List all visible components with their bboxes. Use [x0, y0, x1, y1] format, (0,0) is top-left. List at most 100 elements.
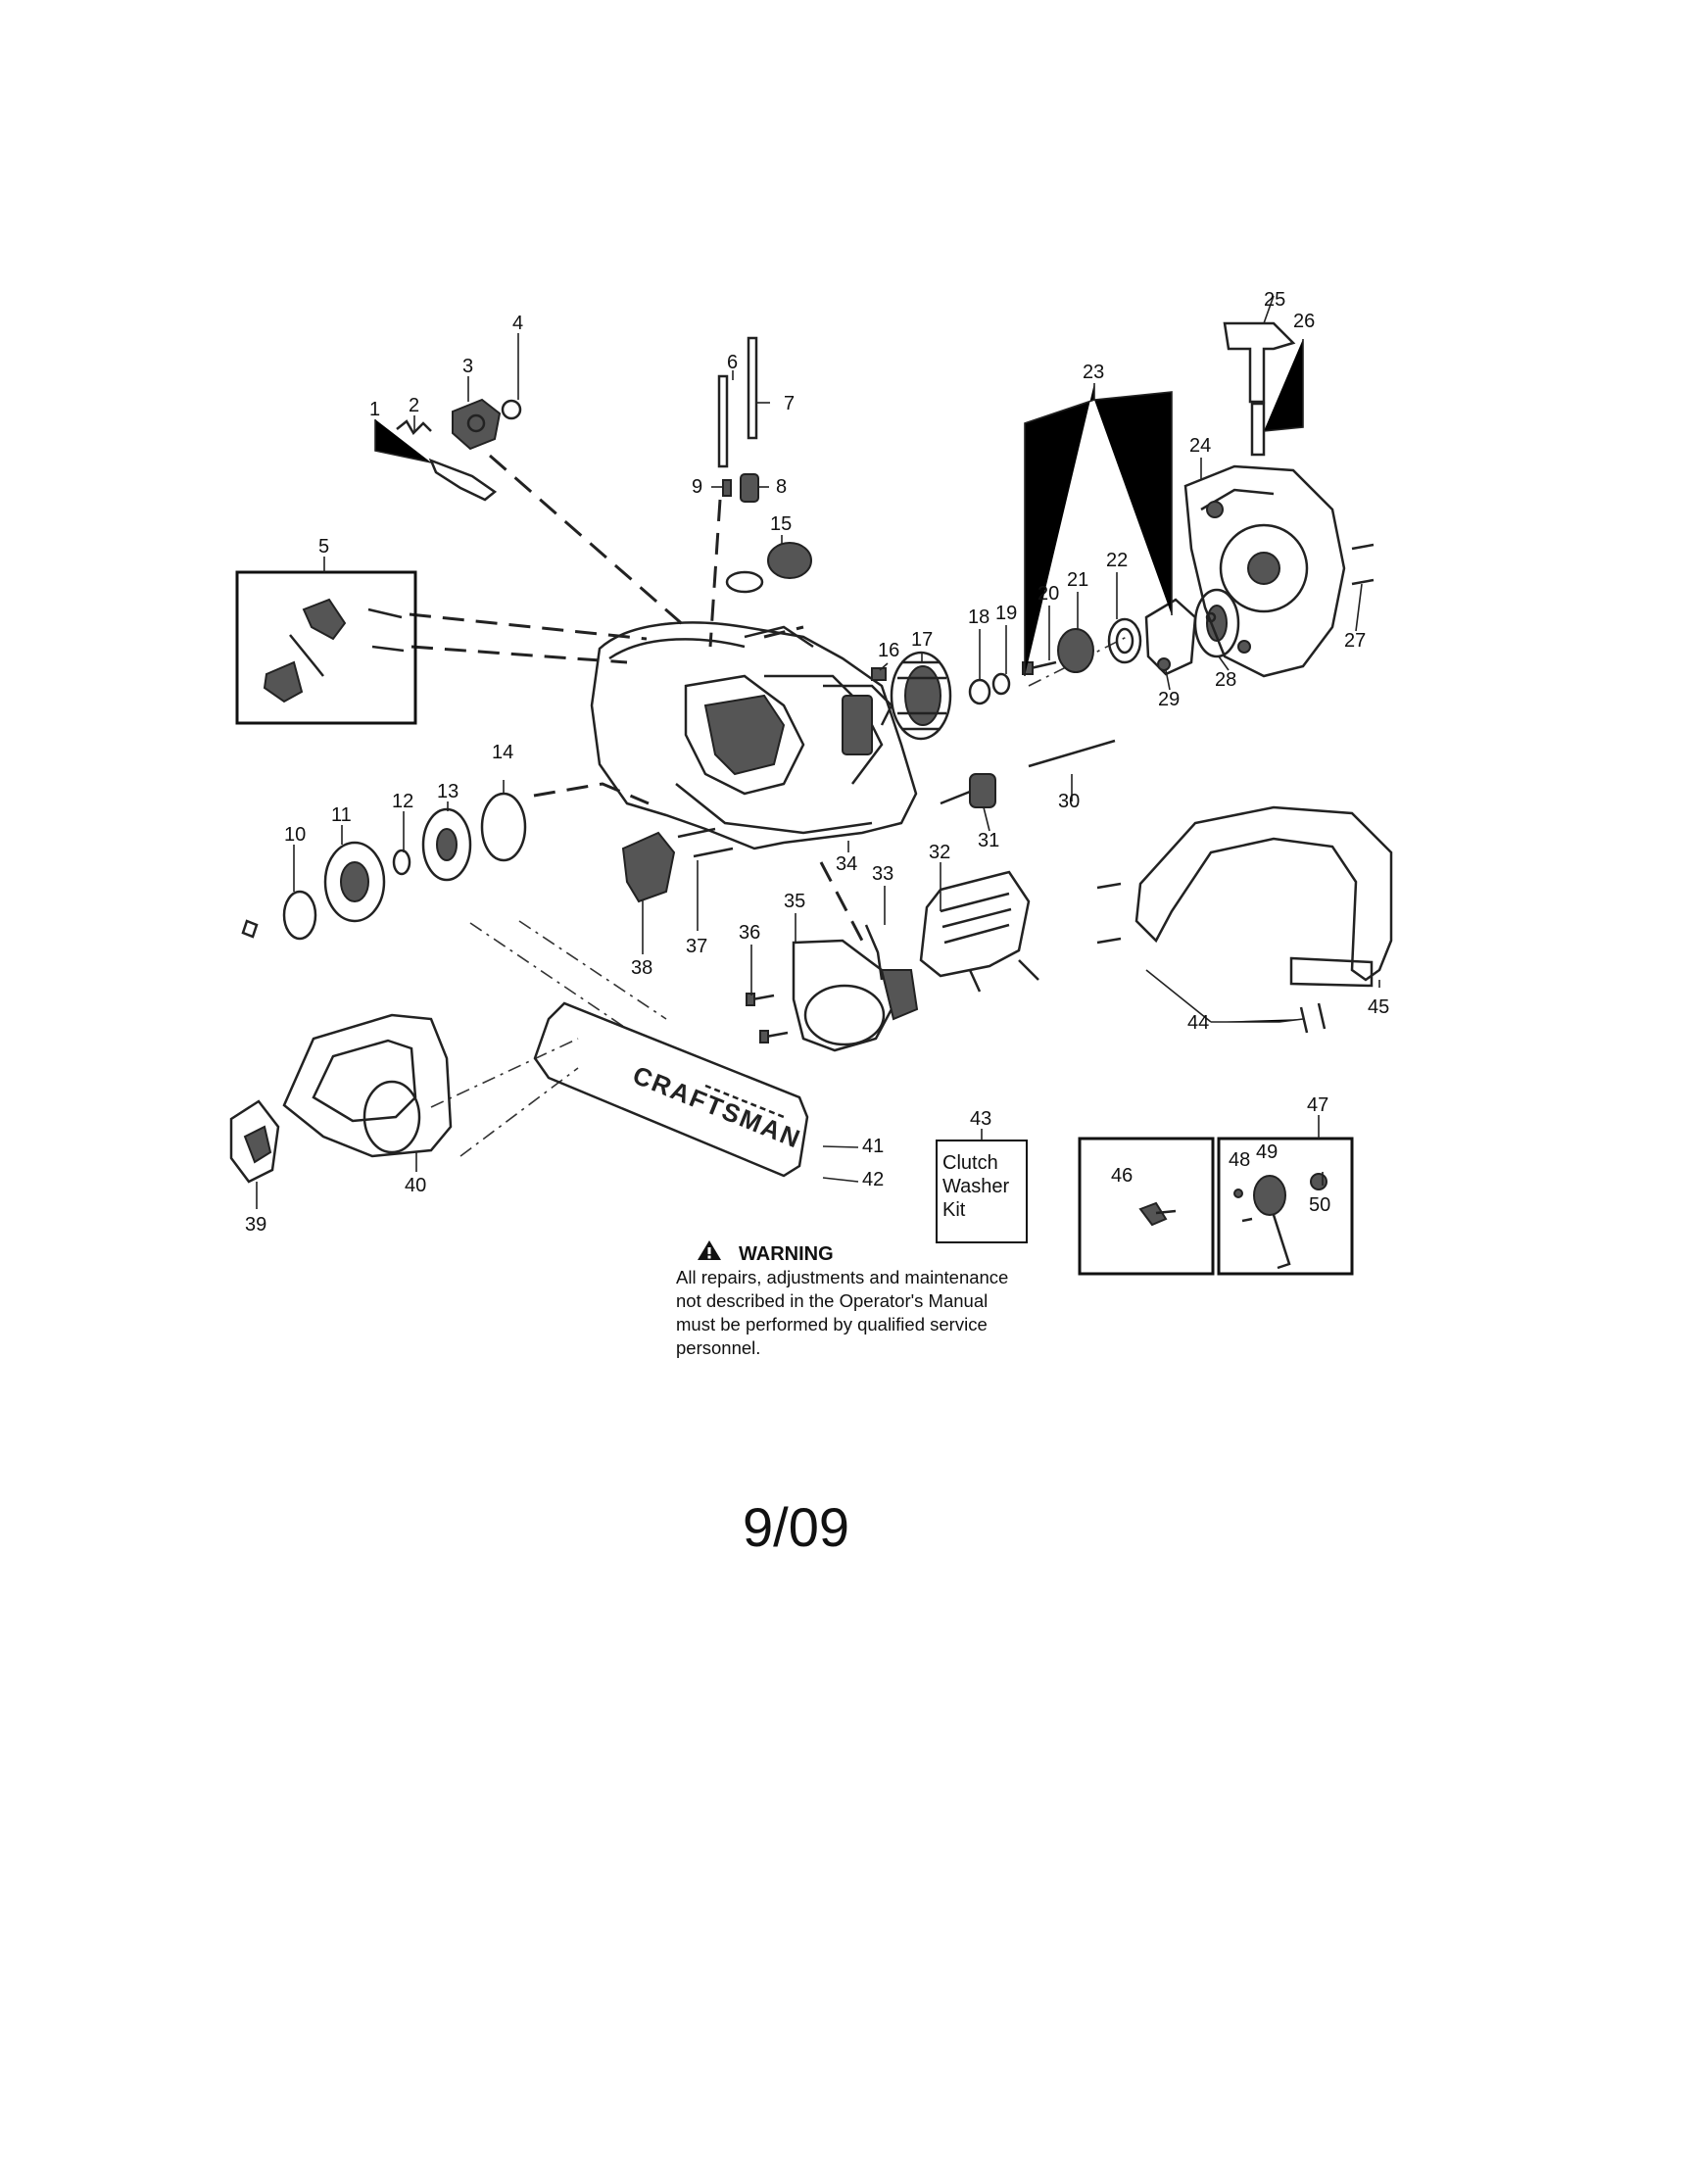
part-guide-bar: CRAFTSMAN — [533, 1001, 809, 1178]
part-pawl-plate — [1205, 611, 1217, 623]
part-flywheel — [890, 651, 952, 741]
callout-49: 49 — [1256, 1141, 1278, 1163]
callout-41: 41 — [862, 1136, 884, 1157]
part-fuel-line — [717, 336, 758, 468]
part-spring — [396, 419, 432, 436]
callout-24: 24 — [1189, 435, 1211, 457]
callout-39: 39 — [245, 1214, 266, 1236]
callout-11: 11 — [331, 804, 352, 826]
callout-22: 22 — [1106, 550, 1128, 571]
callout-8: 8 — [776, 476, 787, 498]
footer-code: 9/09 — [743, 1496, 849, 1558]
part-front-handle — [1096, 805, 1393, 1034]
callout-25: 25 — [1264, 289, 1285, 311]
callout-27: 27 — [1344, 630, 1366, 652]
callout-47: 47 — [1307, 1094, 1328, 1116]
callout-28: 28 — [1215, 669, 1236, 691]
kit-label: Clutch Washer Kit — [942, 1152, 1010, 1221]
callout-44: 44 — [1187, 1012, 1209, 1034]
callout-2: 2 — [409, 395, 419, 416]
callout-40: 40 — [405, 1175, 426, 1196]
part-switch — [452, 398, 502, 451]
part-brake-assembly — [792, 939, 919, 1052]
warning-line-3: must be performed by qualified service — [676, 1314, 988, 1335]
part-recoil-spring — [1107, 617, 1142, 664]
callout-29: 29 — [1158, 689, 1180, 710]
callout-17: 17 — [911, 629, 933, 651]
callout-50: 50 — [1309, 1194, 1330, 1216]
kit-label-line2: Washer — [942, 1176, 1010, 1197]
part-screws-36 — [746, 993, 789, 1043]
part-inset-handle-kit — [235, 570, 417, 725]
part-plug — [940, 773, 996, 808]
warning-line-1: All repairs, adjustments and maintenance — [676, 1267, 1008, 1287]
warning-block: WARNING All repairs, adjustments and mai… — [676, 1240, 1008, 1358]
part-engine-housing — [590, 621, 918, 850]
part-bolt — [1022, 660, 1057, 675]
callout-23: 23 — [1083, 362, 1104, 383]
callout-37: 37 — [686, 936, 707, 957]
callout-32: 32 — [929, 842, 950, 863]
callout-42: 42 — [862, 1169, 884, 1190]
warning-line-2: not described in the Operator's Manual — [676, 1290, 988, 1311]
callout-10: 10 — [284, 824, 306, 846]
callout-3: 3 — [462, 356, 473, 377]
part-fitting — [722, 479, 732, 497]
callout-12: 12 — [392, 791, 413, 812]
callout-13: 13 — [437, 781, 458, 802]
callout-14: 14 — [492, 742, 513, 763]
callout-30: 30 — [1058, 791, 1080, 812]
part-sprocket-cover — [229, 1099, 280, 1184]
part-bar-studs — [677, 827, 734, 858]
part-rod — [1028, 739, 1116, 768]
part-fuel-cap — [725, 542, 812, 594]
callout-6: 6 — [727, 352, 738, 373]
callout-45: 45 — [1368, 996, 1389, 1018]
warning-line-4: personnel. — [676, 1337, 760, 1358]
callout-43: 43 — [970, 1108, 991, 1130]
part-fuel-filter — [740, 473, 759, 503]
part-nut-small — [871, 667, 887, 681]
kit-label-line1: Clutch — [942, 1152, 998, 1174]
callout-35: 35 — [784, 891, 805, 912]
part-starter-handle — [1223, 321, 1296, 457]
part-inset-47 — [1217, 1137, 1354, 1276]
callout-26: 26 — [1293, 311, 1315, 332]
part-throttle-trigger — [428, 458, 498, 502]
bar-brand-text: CRAFTSMAN — [629, 1060, 806, 1154]
callout-7: 7 — [784, 393, 795, 414]
part-pin — [864, 924, 884, 981]
callout-20: 20 — [1038, 583, 1059, 605]
callout-46: 46 — [1111, 1165, 1133, 1187]
part-small-screw — [1157, 657, 1171, 671]
callout-5: 5 — [318, 536, 329, 558]
callout-34: 34 — [836, 853, 857, 875]
part-hand-guard — [919, 870, 1039, 993]
callout-16: 16 — [878, 640, 899, 661]
callout-31: 31 — [978, 830, 999, 851]
part-plate — [621, 831, 676, 903]
callout-36: 36 — [739, 922, 760, 944]
part-clutch-set — [241, 792, 527, 941]
warning-triangle-icon — [698, 1240, 721, 1260]
part-pulley — [1057, 628, 1094, 673]
kit-label-line3: Kit — [942, 1199, 966, 1221]
part-side-cover — [282, 1013, 453, 1158]
callout-48: 48 — [1229, 1149, 1250, 1171]
callout-18: 18 — [968, 607, 989, 628]
callout-21: 21 — [1067, 569, 1088, 591]
callout-9: 9 — [692, 476, 702, 498]
part-screws-27 — [1351, 543, 1375, 586]
callout-numbers: 1 2 3 4 5 6 7 8 9 10 11 12 13 14 15 16 1… — [245, 289, 1389, 1236]
callout-1: 1 — [369, 399, 380, 420]
leader-lines — [256, 295, 1380, 1209]
callout-33: 33 — [872, 863, 893, 885]
callout-4: 4 — [512, 313, 523, 334]
part-starter-housing — [1183, 464, 1346, 678]
callout-19: 19 — [995, 603, 1017, 624]
callout-38: 38 — [631, 957, 652, 979]
warning-title: WARNING — [739, 1243, 834, 1265]
callout-15: 15 — [770, 513, 792, 535]
